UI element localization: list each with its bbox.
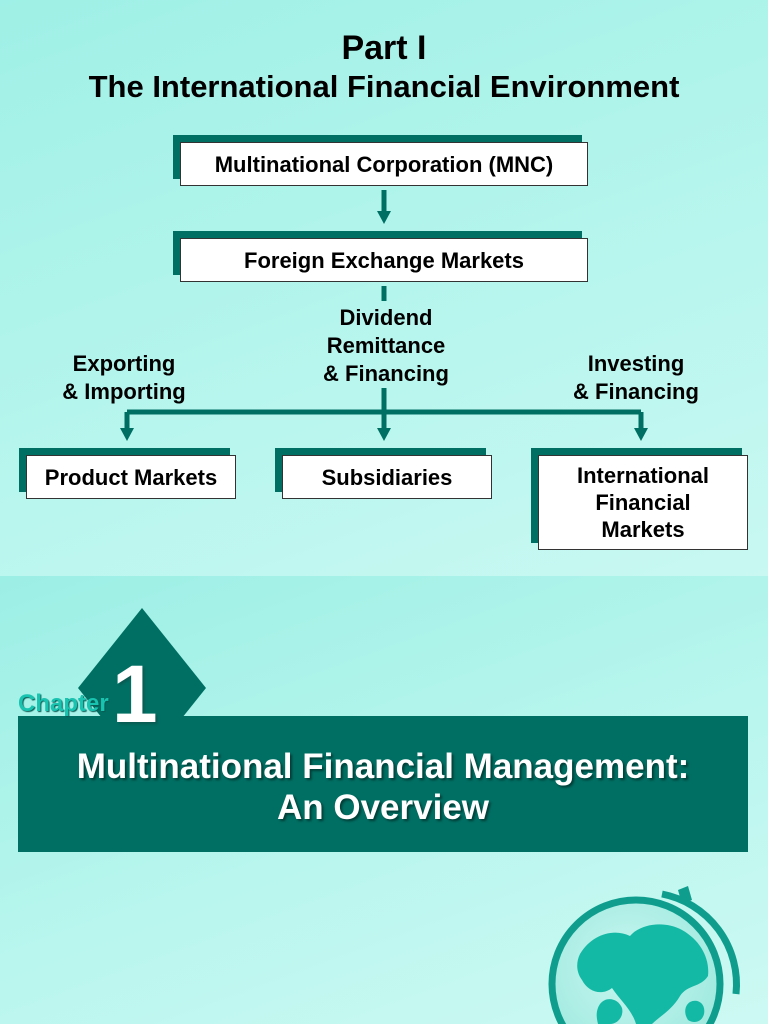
- label-investing-line2: & Financing: [573, 379, 699, 404]
- arrowhead-ifm: [634, 428, 648, 441]
- ifm-line3: Markets: [601, 517, 685, 542]
- ifm-line1: International: [576, 463, 709, 488]
- label-dividend-line3: & Financing: [323, 361, 449, 386]
- fx-box: Foreign Exchange Markets: [180, 238, 588, 282]
- chapter-title-line2: An Overview: [276, 788, 490, 827]
- part-title: Part I: [341, 29, 427, 67]
- label-exporting-importing: Exporting & Importing: [44, 350, 204, 406]
- chapter-word: Chapter: [18, 690, 109, 717]
- arrowhead-fx: [377, 211, 391, 224]
- diagram-connectors: [120, 190, 648, 441]
- arrowhead-product: [120, 428, 134, 441]
- label-dividend-line1: Dividend: [339, 305, 433, 330]
- label-exporting-line2: & Importing: [62, 379, 186, 404]
- product-markets-box: Product Markets: [26, 455, 236, 499]
- label-exporting-line1: Exporting: [72, 351, 176, 376]
- label-investing-line1: Investing: [587, 351, 685, 376]
- chapter-title: Multinational Financial Management: An O…: [18, 746, 748, 828]
- ifm-box: International Financial Markets: [538, 455, 748, 550]
- slide-chapter-one: Multinational Financial Management: An O…: [0, 576, 768, 1024]
- slide-part-one: Part I The International Financial Envir…: [0, 0, 768, 576]
- label-dividend-remittance: Dividend Remittance & Financing: [300, 304, 472, 388]
- ifm-line2: Financial: [595, 490, 691, 515]
- globe-icon: [548, 886, 740, 1024]
- arrowhead-subsidiaries: [377, 428, 391, 441]
- mnc-box: Multinational Corporation (MNC): [180, 142, 588, 186]
- subsidiaries-box: Subsidiaries: [282, 455, 492, 499]
- label-dividend-line2: Remittance: [326, 333, 446, 358]
- label-investing-financing: Investing & Financing: [550, 350, 722, 406]
- chapter-banner: Multinational Financial Management: An O…: [18, 716, 748, 852]
- chapter-title-line1: Multinational Financial Management:: [76, 747, 690, 786]
- chapter-number: 1: [112, 649, 158, 740]
- part-subtitle: The International Financial Environment: [88, 69, 680, 104]
